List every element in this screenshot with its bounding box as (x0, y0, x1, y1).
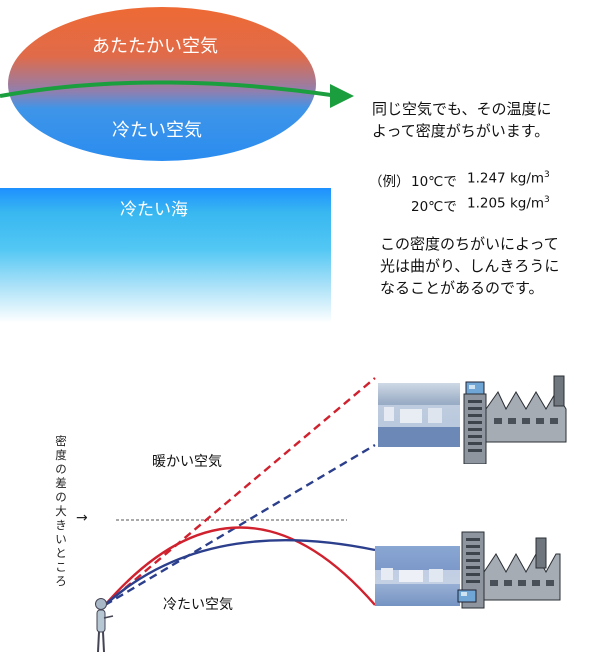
red-dashed-sightline (104, 377, 376, 606)
vertical-note-char: 度 (55, 448, 67, 462)
explanation-line-1: 同じ空気でも、その温度に (372, 100, 552, 118)
warm-air-label-bottom: 暖かい空気 (152, 454, 222, 470)
ray-arrowhead-icon (330, 84, 354, 108)
cold-sea-area (0, 188, 331, 323)
example2-temp: 20℃で (411, 199, 457, 215)
red-curved-ray (104, 526, 376, 606)
vertical-note-char: の (55, 490, 67, 504)
buildings-lower-icon (457, 531, 561, 609)
vertical-note-char: ろ (55, 574, 67, 588)
arrow-icon: → (76, 510, 88, 526)
vertical-note-char: 差 (55, 476, 67, 490)
example1-temp: 10℃で (411, 174, 457, 190)
cold-air-label-bottom: 冷たい空気 (163, 597, 233, 613)
observer-figure (95, 598, 114, 653)
conclusion-line-1: この密度のちがいによって (380, 235, 559, 253)
unit-exponent-2: 3 (544, 195, 550, 205)
vertical-note-char: い (55, 532, 67, 546)
conclusion-line-3: なることがあるのです。 (380, 279, 544, 297)
vertical-note-char: こ (55, 560, 67, 574)
light-ray-green (0, 80, 339, 98)
buildings-upper-icon (463, 375, 567, 464)
blue-curved-ray (104, 539, 376, 606)
vertical-note-char: 大 (55, 504, 67, 518)
vertical-note-char: と (55, 546, 67, 560)
air-layers-ellipse (0, 7, 339, 161)
cold-sea-label: 冷たい海 (120, 200, 188, 220)
refraction-rays (104, 377, 376, 607)
unit-exponent-1: 3 (544, 170, 550, 180)
warm-air-label: あたたかい空気 (92, 36, 218, 57)
mirage-photo-upper (378, 383, 460, 447)
example-prefix: （例） (369, 174, 410, 190)
cold-air-label: 冷たい空気 (112, 120, 202, 141)
conclusion-line-2: 光は曲がり、しんきろうに (380, 257, 560, 275)
density-difference-note: 密 度 の 差 の 大 き い と こ ろ (54, 434, 68, 588)
vertical-note-char: の (55, 462, 67, 476)
explanation-line-2: よって密度がちがいます。 (372, 122, 550, 140)
example1-value: 1.247 kg/m (467, 170, 545, 187)
example2-value: 1.205 kg/m (467, 195, 545, 212)
blue-dashed-sightline (104, 443, 376, 607)
example1-density: 1.247 kg/m3 (467, 170, 550, 187)
vertical-note-char: 密 (55, 434, 67, 448)
example2-density: 1.205 kg/m3 (467, 195, 550, 212)
mirage-photo-lower (375, 546, 460, 606)
vertical-note-char: き (55, 518, 67, 532)
